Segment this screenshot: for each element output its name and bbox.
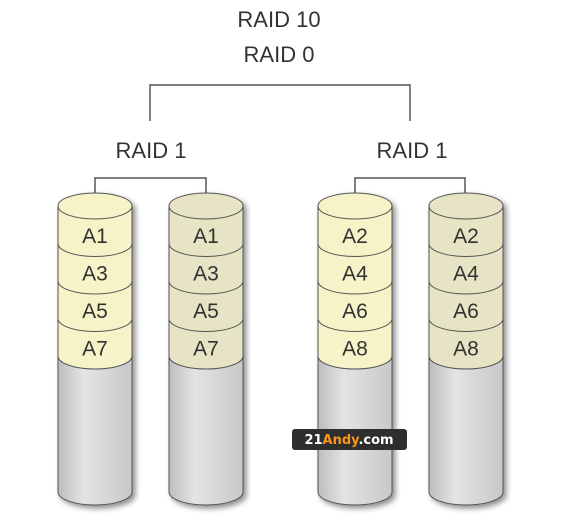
- raid1-label-left: RAID 1: [116, 138, 187, 163]
- block-label: A3: [193, 262, 219, 285]
- disk-block: [168, 205, 244, 257]
- block-label: A7: [193, 337, 219, 360]
- disk-block: [168, 318, 244, 370]
- disk-block: [317, 205, 393, 257]
- disk-block: [428, 318, 504, 370]
- block-label: A7: [82, 337, 108, 360]
- block-label: A8: [342, 337, 368, 360]
- raid0-subtitle: RAID 0: [244, 42, 315, 67]
- raid10-title: RAID 10: [237, 7, 320, 32]
- disk-block: [168, 243, 244, 295]
- raid0-bracket: [149, 84, 411, 121]
- block-label: A1: [82, 225, 108, 248]
- disk-block: [428, 205, 504, 257]
- disk-block: [317, 243, 393, 295]
- disk-top-cap: [428, 192, 504, 220]
- block-label: A4: [453, 262, 479, 285]
- disk-block: [168, 280, 244, 332]
- block-label: A6: [453, 300, 479, 323]
- watermark-logo: 21Andy.com: [292, 429, 407, 450]
- disk-block: [317, 318, 393, 370]
- block-label: A3: [82, 262, 108, 285]
- raid1-label-right: RAID 1: [377, 138, 448, 163]
- block-label: A6: [342, 300, 368, 323]
- block-label: A5: [82, 300, 108, 323]
- block-label: A5: [193, 300, 219, 323]
- block-label: A2: [453, 225, 479, 248]
- disk-block: [428, 243, 504, 295]
- disk-body: [428, 355, 504, 506]
- disk-block: [57, 243, 133, 295]
- disk-block: [57, 280, 133, 332]
- disk-top-cap: [57, 192, 133, 220]
- disk-block: [57, 205, 133, 257]
- disk-body: [57, 355, 133, 506]
- block-label: A4: [342, 262, 368, 285]
- block-label: A1: [193, 225, 219, 248]
- disk-block: [428, 280, 504, 332]
- disk-block: [57, 318, 133, 370]
- svg-text:21Andy.com: 21Andy.com: [304, 433, 393, 448]
- disk-top-cap: [317, 192, 393, 220]
- block-label: A2: [342, 225, 368, 248]
- disk-body: [168, 355, 244, 506]
- disk-block: [317, 280, 393, 332]
- disk-top-cap: [168, 192, 244, 220]
- block-label: A8: [453, 337, 479, 360]
